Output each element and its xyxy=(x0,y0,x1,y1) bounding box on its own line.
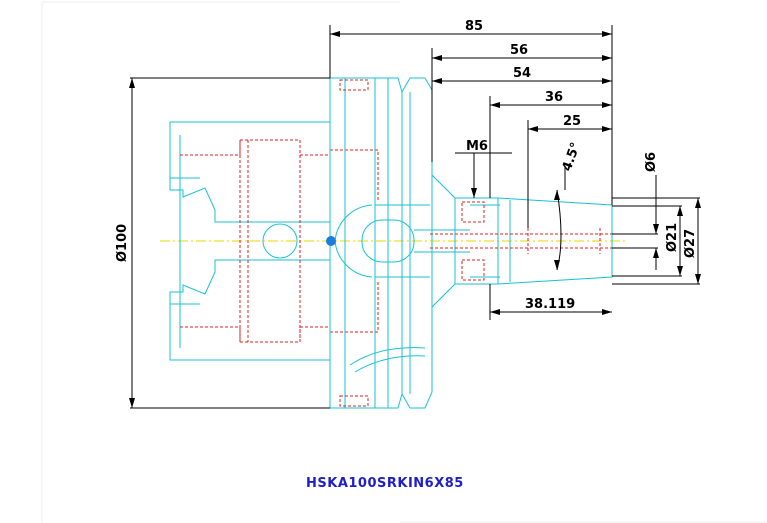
dim-taper-angle: 4.5° xyxy=(560,140,584,173)
dim-length-36: 36 xyxy=(545,90,563,105)
dim-overall-length: 85 xyxy=(465,19,483,34)
dim-dia-21: Ø21 xyxy=(665,223,680,252)
dim-length-54: 54 xyxy=(513,66,531,81)
center-mark xyxy=(326,236,336,246)
flange-outline xyxy=(329,77,433,409)
arrowheads xyxy=(129,31,701,408)
nose-taper-outline xyxy=(431,162,613,320)
nose-hidden xyxy=(430,201,612,281)
hsk-shank-outline xyxy=(169,121,330,361)
dim-dia-6: Ø6 xyxy=(644,152,659,172)
flange-keyslot-hidden xyxy=(339,79,369,407)
dim-length-38: 38.119 xyxy=(525,297,575,312)
coolant-pin xyxy=(334,204,470,278)
hsk-internal-hidden xyxy=(180,139,379,343)
dim-dia-27: Ø27 xyxy=(683,229,698,258)
dimension-lines xyxy=(130,25,700,409)
part-number-title: HSKA100SRKIN6X85 xyxy=(306,476,464,491)
dim-dia-100: Ø100 xyxy=(115,224,130,262)
dim-thread: M6 xyxy=(466,139,488,154)
dim-length-56: 56 xyxy=(510,43,528,58)
dim-length-25: 25 xyxy=(563,114,581,129)
